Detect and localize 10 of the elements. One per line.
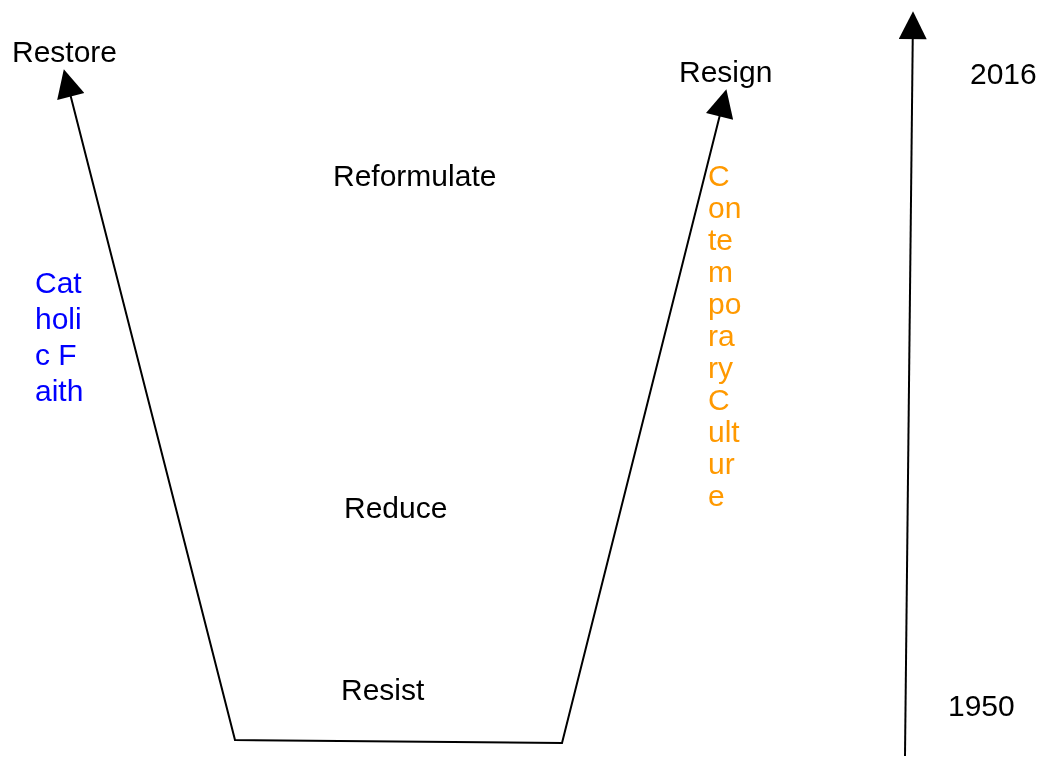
stage-label: Reformulate — [333, 158, 497, 194]
stage-label: Restore — [12, 34, 118, 70]
axis-label: Contemporary Culture — [708, 160, 743, 512]
year-label: 1950 — [948, 688, 1015, 724]
stage-label: Resist — [341, 672, 425, 708]
stage-label: Resign — [679, 54, 773, 90]
arrow — [57, 69, 734, 744]
axis-label: Catholic Faith — [35, 265, 85, 409]
year-label: 2016 — [970, 56, 1037, 92]
stage-label: Reduce — [344, 490, 448, 526]
